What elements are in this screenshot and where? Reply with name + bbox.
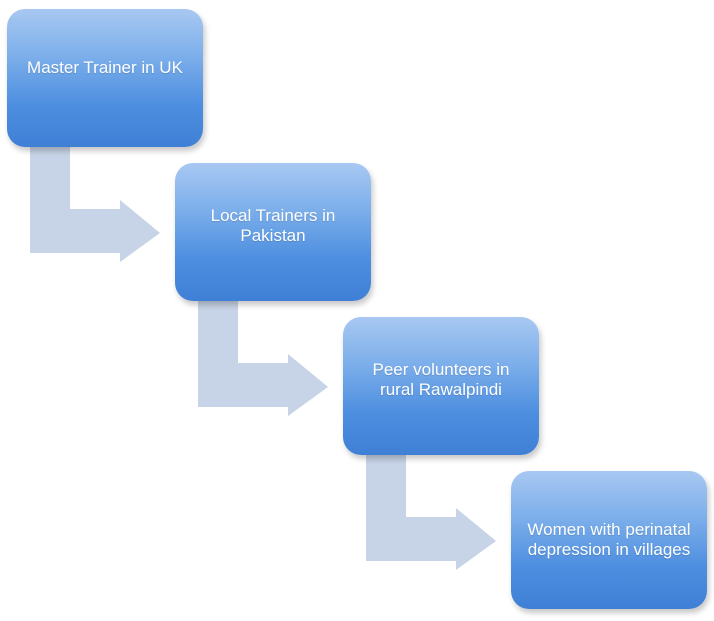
arrow-3-to-4 [366,454,496,570]
arrow-2-to-3 [198,300,328,416]
step-label: Women with perinatal depression in villa… [527,520,691,559]
step-label: Master Trainer in UK [27,58,183,77]
step-box-local-trainers: Local Trainers in Pakistan [175,163,371,301]
step-box-master-trainer: Master Trainer in UK [7,9,203,147]
arrow-1-to-2 [30,146,160,262]
step-label: Peer volunteers in rural Rawalpindi [372,360,510,399]
step-box-peer-volunteers: Peer volunteers in rural Rawalpindi [343,317,539,455]
step-label: Local Trainers in Pakistan [210,206,336,245]
step-box-women: Women with perinatal depression in villa… [511,471,707,609]
